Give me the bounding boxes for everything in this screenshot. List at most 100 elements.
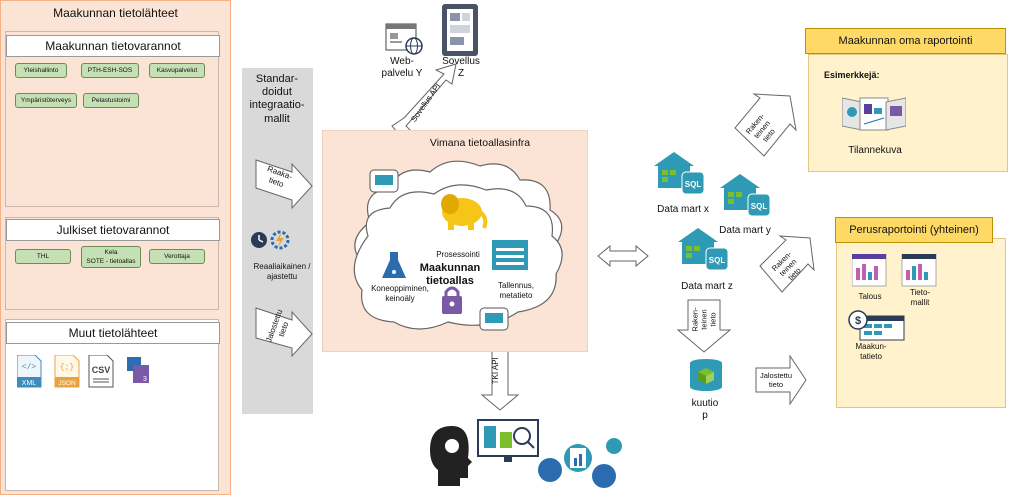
storage-table-icon: [492, 240, 528, 270]
infra-title: Vimana tietoallasinfra: [429, 137, 531, 149]
regional-data-line: Maakun-: [855, 342, 887, 351]
xml-file-icon: </> XML: [17, 355, 42, 388]
ml-line: Koneoppiminen,: [371, 284, 429, 293]
realtime-label-line: Reaaliaikainen /: [253, 262, 311, 271]
structured-data-arrow-mid: [759, 235, 815, 293]
data-lake-label: Maakunnan tietoallas: [410, 262, 490, 288]
json-label: JSON: [58, 380, 76, 387]
economy-label: Talous: [858, 292, 882, 301]
data-lake-line: tietoallas: [426, 275, 474, 288]
regional-registers-title: Maakunnan tietovarannot: [6, 35, 220, 57]
public-pill: THL: [15, 249, 71, 264]
integration-title-line: integraatio-: [249, 99, 305, 112]
data-lake-line: Maakunnan: [419, 262, 481, 274]
web-service-line: palvelu Y: [381, 68, 423, 79]
other-sources-title: Muut tietolähteet: [6, 322, 220, 344]
web-service-icon: [385, 23, 423, 55]
regional-data-label: Maakun- tatieto: [846, 342, 896, 361]
csv-label: CSV: [92, 365, 111, 375]
data-models-line: mallit: [910, 297, 930, 307]
svg-text:{;}: {;}: [60, 363, 74, 372]
situation-dashboard-icon: [842, 97, 906, 131]
clock-icon: [251, 232, 267, 248]
application-label: Sovellus Z: [428, 56, 494, 80]
application-line: Sovellus: [442, 56, 480, 67]
web-service-label: Web- palvelu Y: [370, 56, 434, 80]
situation-label: Tilannekuva: [848, 145, 902, 156]
storage-label: Tallennus, metatieto: [488, 281, 544, 300]
source-panel-title: Maakunnan tietolähteet: [53, 6, 178, 20]
structured-data-arrow-down: [676, 299, 732, 353]
register-pill: Yleishallinto: [15, 63, 67, 78]
structured-line: tieto: [708, 312, 718, 327]
cube-label: kuutio p: [680, 398, 730, 422]
structured-data-arrow-top: [734, 93, 797, 157]
refined-data-label-right: Jalostettu tieto: [754, 371, 798, 389]
monitor-search-icon: [477, 419, 539, 462]
raw-data-arrow: [255, 159, 313, 210]
economy-report-icon: [852, 254, 887, 287]
structured-line: teinen: [699, 309, 709, 330]
gears-analytics-icon: [538, 438, 622, 488]
api-monitor-icon-top: [369, 169, 399, 193]
data-mart-y-icon: SQL: [720, 174, 771, 217]
flask-icon: [382, 252, 406, 278]
app-api-arrow: [391, 63, 457, 139]
application-icon: [442, 4, 478, 56]
bidirectional-arrow: [597, 244, 649, 268]
refined-data-arrow-left: [255, 307, 313, 358]
svg-text:</>: </>: [22, 363, 37, 372]
cube-line: kuutio: [691, 398, 719, 409]
register-pill: Kasvupalvelut: [149, 63, 205, 78]
examples-label: Esimerkkejä:: [824, 70, 880, 80]
public-pill-line: SOTE - tietoallas: [86, 258, 136, 265]
refined-data-arrow-right: [755, 354, 807, 406]
register-pill: Ympäristöterveys: [15, 93, 77, 108]
ml-line: keinoäly: [385, 293, 415, 303]
sql-label: SQL: [751, 202, 768, 211]
public-pill-line: Kela: [104, 249, 118, 256]
processing-label: Prosessointi: [436, 250, 480, 259]
sql-label: SQL: [709, 256, 726, 265]
data-mart-icons: SQL SQL SQL: [654, 152, 771, 271]
integration-title-line: mallit: [264, 112, 290, 125]
own-reporting-title: Maakunnan oma raportointi: [805, 28, 1006, 54]
register-pill: PTH-ESH-SOS: [81, 63, 139, 78]
tki-api-label: TKI API: [491, 357, 501, 385]
realtime-icons: [251, 230, 290, 250]
hadoop-elephant-icon: [441, 194, 488, 230]
public-pill: Verottaja: [149, 249, 205, 264]
data-mart-y-label: Data mart y: [719, 225, 771, 236]
integration-title-line: Standar-: [255, 73, 299, 85]
other-sources-box: [5, 319, 219, 491]
source-panel: Maakunnan tietolähteet Maakunnan tietova…: [0, 0, 231, 495]
api-monitor-icon-bottom: [479, 307, 509, 331]
web-service-line: Web-: [390, 56, 414, 67]
refined-right-line: Jalostettu: [759, 371, 793, 380]
report-thumbnails: [852, 254, 937, 287]
basic-reporting-title: Perusraportointi (yhteinen): [835, 217, 993, 243]
cube-line: p: [702, 410, 708, 421]
public-registers-title: Julkiset tietovarannot: [6, 219, 220, 241]
storage-line: metatieto: [499, 290, 533, 300]
sql-label: SQL: [685, 180, 702, 189]
cube-icon: [690, 359, 722, 391]
cloud-front: [353, 184, 563, 330]
regional-registers-box: [5, 31, 219, 207]
regional-data-line: tatieto: [860, 351, 882, 361]
application-line: Z: [457, 68, 465, 79]
data-mart-x-icon: SQL: [654, 152, 705, 195]
regional-data-icon: $: [848, 310, 905, 341]
integration-title-line: doidut: [262, 86, 292, 99]
database-connector-icon: 3: [127, 357, 149, 383]
data-models-line: Tieto-: [909, 288, 931, 297]
json-file-icon: {;} JSON: [54, 355, 80, 388]
file-format-icons: </> XML {;} JSON CSV 3: [17, 355, 149, 388]
ml-label: Koneoppiminen, keinoäly: [360, 284, 440, 303]
realtime-label-line: ajastettu: [266, 271, 298, 281]
gear-lightning-icon: [270, 230, 290, 250]
xml-label: XML: [22, 380, 37, 387]
public-pill: Kela SOTE - tietoallas: [81, 246, 141, 268]
svg-text:$: $: [855, 315, 861, 327]
